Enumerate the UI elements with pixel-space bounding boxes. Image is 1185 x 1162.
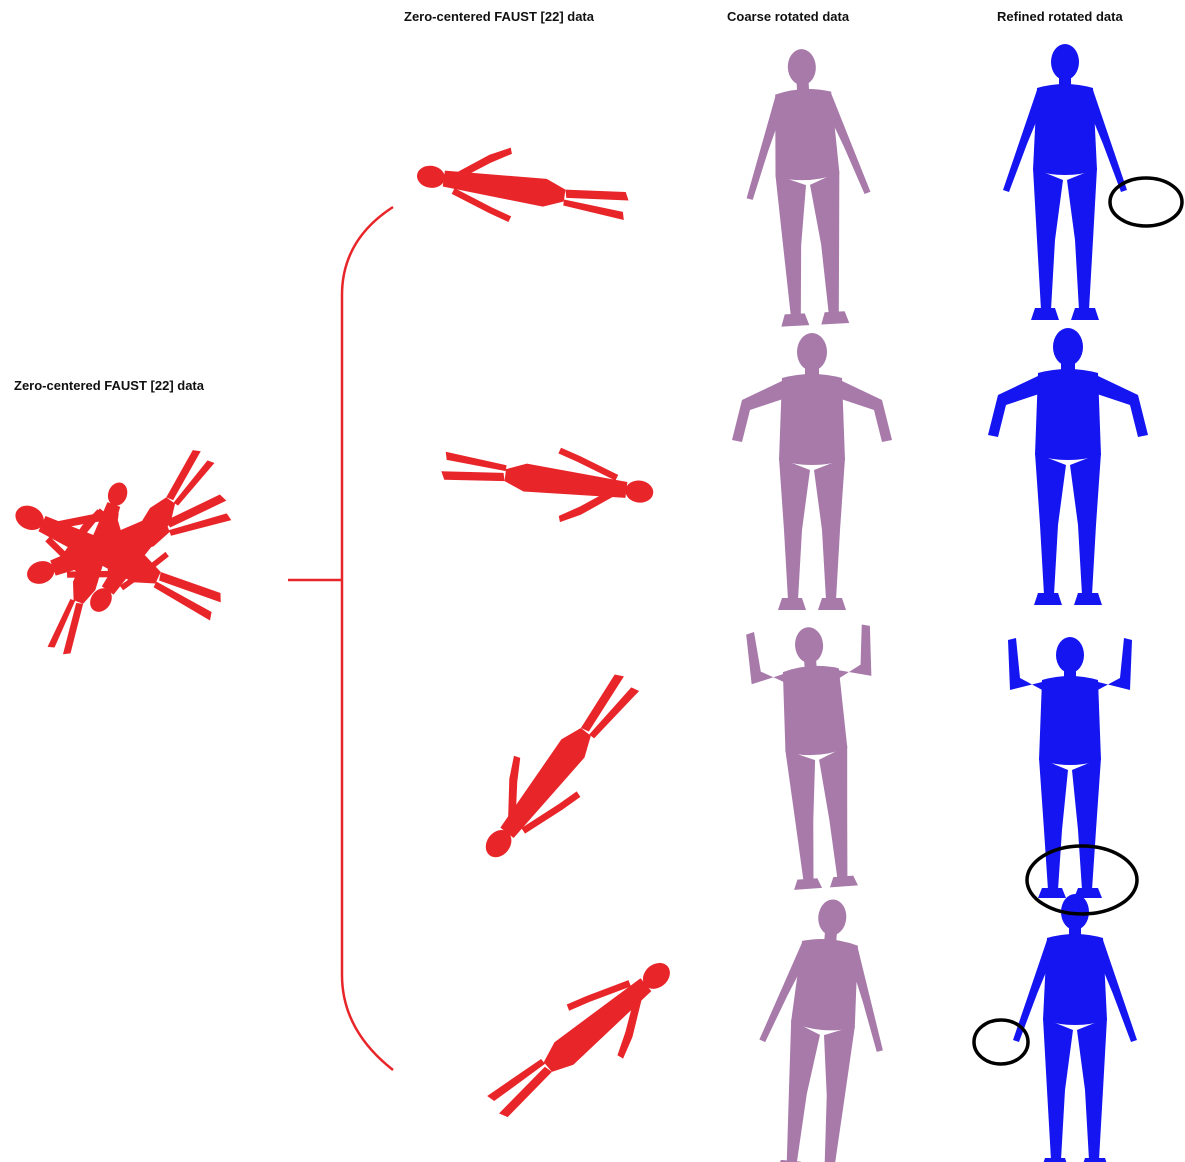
bracket (288, 207, 393, 1070)
refined-figure-row-2 (988, 328, 1148, 605)
refined-figure-row-1 (1003, 44, 1127, 320)
column-header-input: Zero-centered FAUST [22] data (404, 9, 594, 24)
column-header-refined: Refined rotated data (997, 9, 1123, 24)
input-pose-row-1 (412, 135, 633, 238)
highlight-circle-row-1 (1110, 178, 1182, 226)
coarse-figure-row-3 (746, 623, 888, 892)
coarse-figure-row-2 (732, 333, 892, 610)
refined-figure-row-3 (1008, 637, 1132, 898)
highlight-circle-row-4 (974, 1020, 1028, 1064)
column-header-coarse: Coarse rotated data (727, 9, 849, 24)
input-pose-row-3 (456, 653, 655, 877)
input-cluster (1, 433, 239, 665)
coarse-figure-row-1 (739, 46, 877, 328)
input-pose-row-4 (473, 939, 694, 1142)
input-pose-row-2 (437, 434, 657, 533)
refined-figure-row-4 (1013, 894, 1137, 1162)
input-label: Zero-centered FAUST [22] data (14, 378, 204, 393)
coarse-figure-row-4 (748, 894, 896, 1162)
